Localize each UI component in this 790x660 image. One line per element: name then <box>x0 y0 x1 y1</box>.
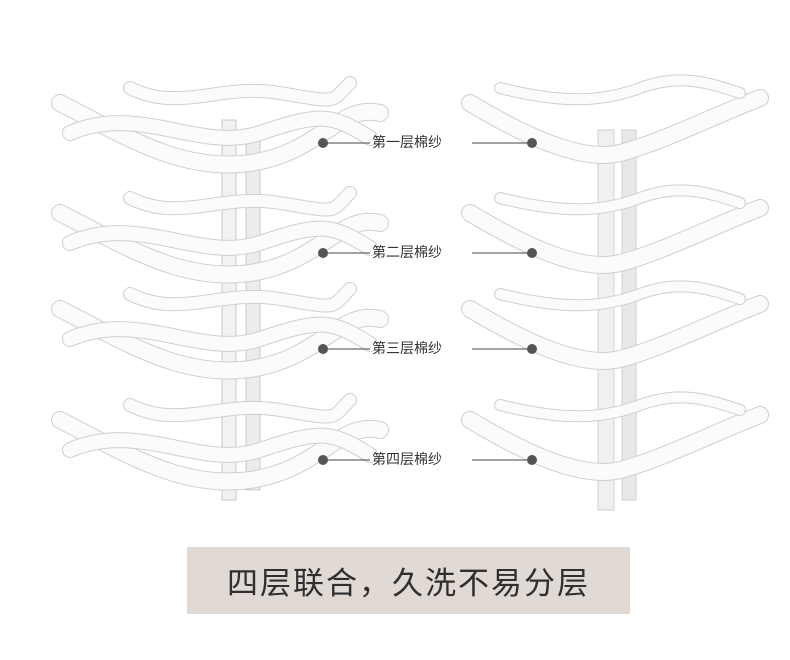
leader-dot <box>527 138 537 148</box>
left-fiber <box>63 428 377 462</box>
left-fiber <box>124 283 356 312</box>
layer-1-label: 第一层棉纱 <box>372 135 442 151</box>
leader-dot <box>527 455 537 465</box>
caption-banner: 四层联合，久洗不易分层 <box>187 547 630 614</box>
leader-dot <box>527 248 537 258</box>
left-fiber <box>124 77 356 106</box>
left-fiber-structure <box>221 119 261 501</box>
layer-2-label: 第二层棉纱 <box>372 245 442 261</box>
layer-3-label: 第三层棉纱 <box>372 341 442 357</box>
leader-dot <box>318 138 328 148</box>
left-fiber <box>63 111 377 145</box>
caption-text: 四层联合，久洗不易分层 <box>227 566 590 602</box>
yarn-structure-illustration <box>51 74 769 511</box>
right-fiber <box>495 281 745 311</box>
layer-4-label: 第四层棉纱 <box>372 452 442 468</box>
left-fiber <box>63 317 377 351</box>
right-fiber <box>462 407 768 480</box>
left-fiber <box>63 221 377 255</box>
right-fiber <box>462 90 768 163</box>
right-fiber <box>495 185 745 215</box>
right-fiber <box>495 392 745 422</box>
right-fiber <box>462 296 768 369</box>
leader-dot <box>527 344 537 354</box>
left-fiber <box>124 394 356 423</box>
leader-dot <box>318 248 328 258</box>
right-fiber <box>462 200 768 273</box>
leader-dot <box>318 455 328 465</box>
leader-dot <box>318 344 328 354</box>
right-fiber-structure <box>597 129 637 511</box>
left-fiber <box>124 187 356 216</box>
right-fiber <box>495 75 745 105</box>
